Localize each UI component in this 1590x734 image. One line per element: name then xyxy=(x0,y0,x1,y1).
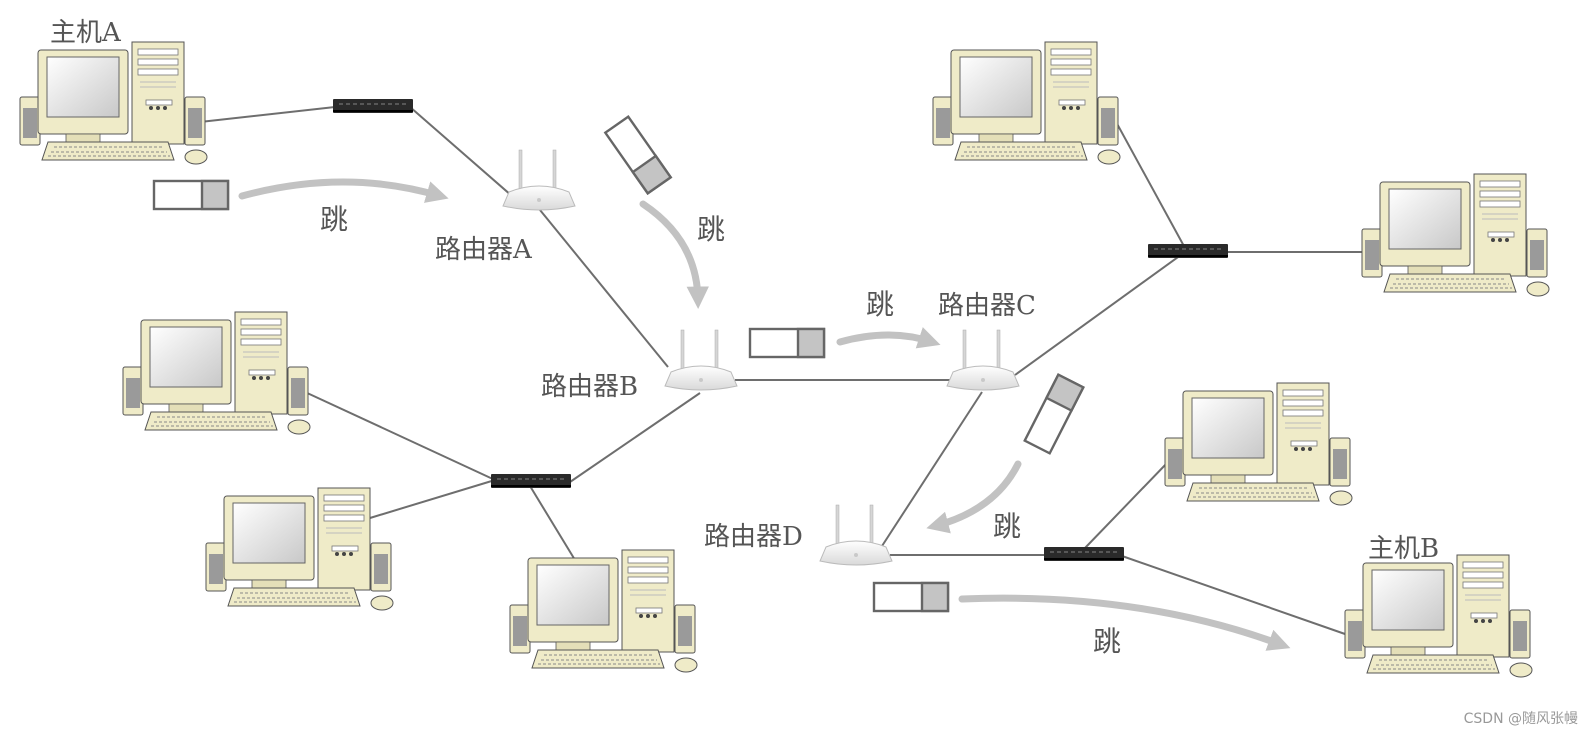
packet-icon-3 xyxy=(748,327,826,359)
link-switch-host-b xyxy=(1121,555,1346,635)
hop-arrow-2 xyxy=(639,200,709,309)
link-switch-router-a xyxy=(409,106,513,197)
host-b-label: 主机B xyxy=(1368,534,1440,564)
wifi-router-icon-b xyxy=(664,329,738,391)
hop-arrow-1 xyxy=(238,178,449,203)
computer-icon-left-3 xyxy=(509,549,698,673)
hop-arrow-5 xyxy=(958,594,1291,651)
network-switch-icon-top-left xyxy=(332,98,414,114)
host-a-label: 主机A xyxy=(50,18,121,48)
link-switch-left-pc1 xyxy=(304,391,496,481)
link-router-c-router-d xyxy=(881,391,983,547)
computer-icon-left-1 xyxy=(122,311,311,435)
packet-icon-1 xyxy=(152,179,230,211)
router-c-label: 路由器C xyxy=(938,291,1036,321)
packet-icon-2 xyxy=(604,115,672,195)
wifi-router-icon-d xyxy=(819,504,893,566)
computer-icon-right-top xyxy=(932,41,1121,165)
hop-label-4: 跳 xyxy=(993,510,1022,543)
router-d-label: 路由器D xyxy=(704,522,803,552)
computer-icon-right-middle xyxy=(1361,173,1550,297)
packet-icon-4 xyxy=(1023,373,1085,455)
link-switch-right-pc-top xyxy=(1114,119,1186,249)
wifi-router-icon-a xyxy=(502,149,576,211)
computer-icon-host-a xyxy=(19,41,208,165)
network-switch-icon-right xyxy=(1147,243,1229,259)
hop-label-5: 跳 xyxy=(1093,625,1122,658)
link-host-a-switch xyxy=(199,106,336,123)
link-router-a-router-b xyxy=(539,209,669,368)
hop-label-3: 跳 xyxy=(866,288,895,321)
watermark: CSDN @随风张幔 xyxy=(1463,711,1578,727)
hop-arrow-3 xyxy=(836,327,941,349)
hop-label-1: 跳 xyxy=(320,203,349,236)
router-a-label: 路由器A xyxy=(435,235,532,265)
network-switch-icon-bottom-left xyxy=(490,473,572,489)
computer-icon-left-2 xyxy=(205,487,394,611)
computer-icon-right-lower xyxy=(1164,382,1353,506)
link-switch-left-pc2 xyxy=(369,479,496,519)
computer-icon-host-b xyxy=(1344,554,1533,678)
link-switch-pc-right xyxy=(1084,461,1169,549)
hop-arrows xyxy=(238,178,1291,651)
router-b-label: 路由器B xyxy=(541,372,639,402)
hop-label-2: 跳 xyxy=(697,213,726,246)
link-router-c-switch-right xyxy=(1014,251,1186,376)
link-router-b-switch-left xyxy=(569,392,701,483)
network-switch-icon-bottom-right xyxy=(1043,546,1125,562)
network-links xyxy=(199,106,1362,635)
hop-arrow-4 xyxy=(926,460,1022,534)
link-switch-left-pc3 xyxy=(529,485,576,561)
wifi-router-icon-c xyxy=(946,329,1020,391)
packet-icon-5 xyxy=(872,581,950,613)
